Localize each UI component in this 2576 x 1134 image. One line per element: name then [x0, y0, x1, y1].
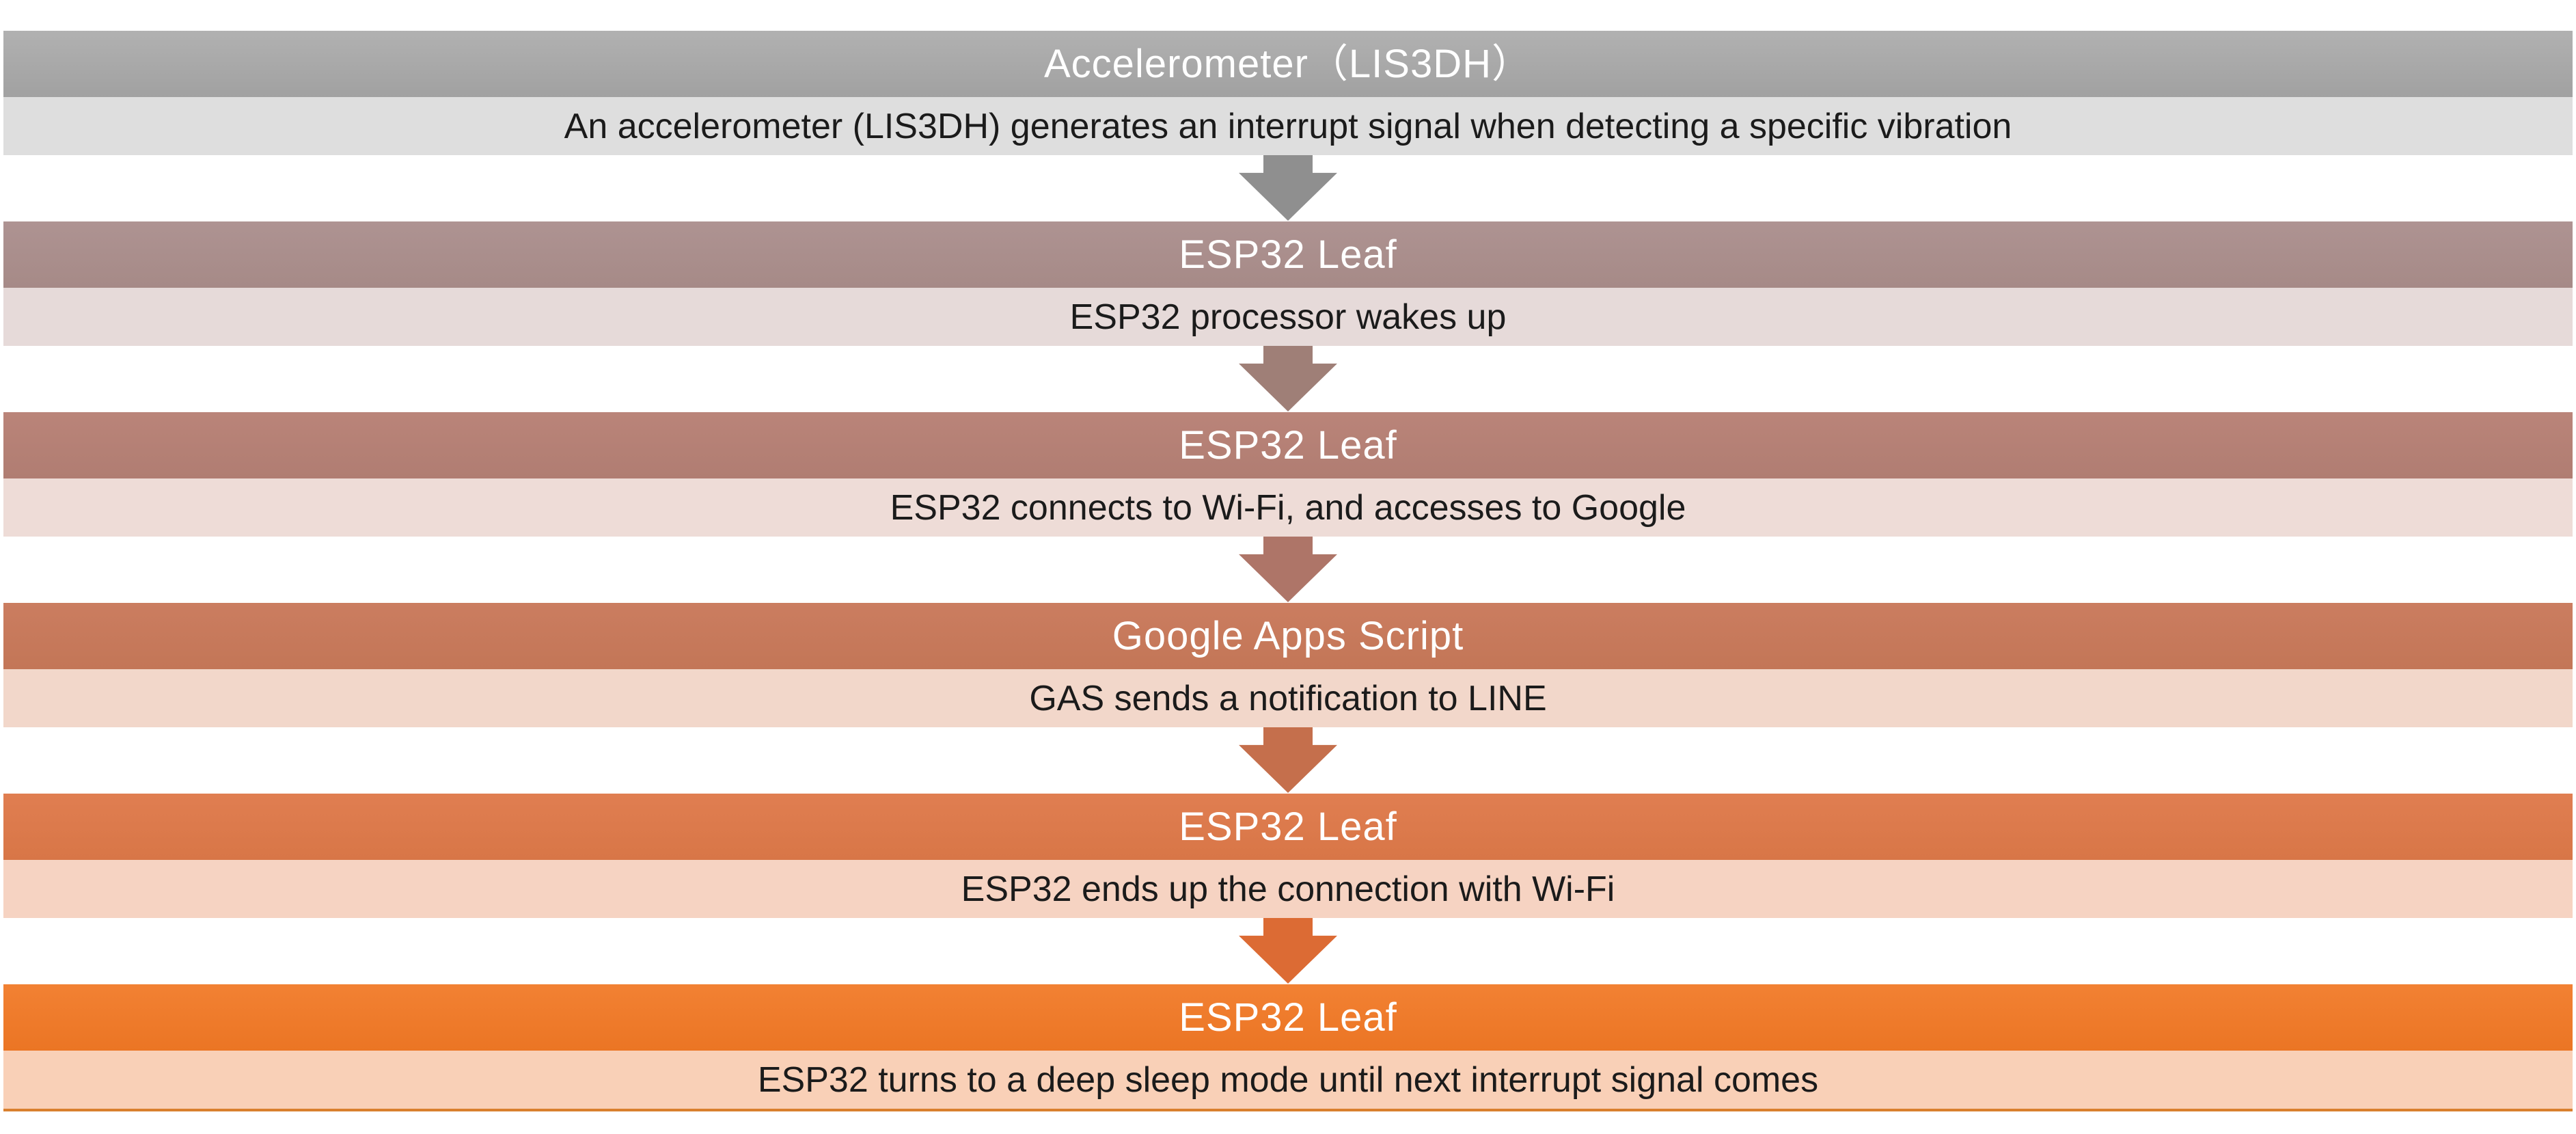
down-arrow-icon	[1239, 155, 1337, 221]
step-description-bar: ESP32 connects to Wi-Fi, and accesses to…	[3, 478, 2573, 537]
step-title-bar: ESP32 Leaf	[3, 412, 2573, 478]
flow-step-accelerometer: Accelerometer（LIS3DH） An accelerometer (…	[3, 31, 2573, 221]
step-title: Accelerometer（LIS3DH）	[1044, 41, 1532, 86]
step-description: ESP32 turns to a deep sleep mode until n…	[757, 1059, 1819, 1100]
step-title-bar: ESP32 Leaf	[3, 221, 2573, 288]
step-title-bar: Google Apps Script	[3, 603, 2573, 669]
step-description-bar: ESP32 processor wakes up	[3, 288, 2573, 346]
step-description-bar: GAS sends a notification to LINE	[3, 669, 2573, 727]
arrow-zone	[3, 727, 2573, 794]
step-title: ESP32 Leaf	[1179, 232, 1397, 277]
flow-step-esp32-deep-sleep: ESP32 Leaf ESP32 turns to a deep sleep m…	[3, 984, 2573, 1111]
down-arrow-icon	[1239, 727, 1337, 793]
step-description: An accelerometer (LIS3DH) generates an i…	[564, 106, 2012, 146]
step-title: ESP32 Leaf	[1179, 995, 1397, 1040]
down-arrow-icon	[1239, 918, 1337, 984]
step-title-bar: ESP32 Leaf	[3, 984, 2573, 1051]
flow-step-google-apps-script: Google Apps Script GAS sends a notificat…	[3, 603, 2573, 794]
arrow-zone	[3, 346, 2573, 412]
bottom-accent-rule	[3, 1109, 2573, 1111]
arrow-zone	[3, 918, 2573, 984]
step-description: GAS sends a notification to LINE	[1029, 678, 1547, 718]
step-title: Google Apps Script	[1112, 613, 1464, 658]
down-arrow-icon	[1239, 346, 1337, 411]
step-description-bar: ESP32 ends up the connection with Wi-Fi	[3, 860, 2573, 918]
step-title-bar: Accelerometer（LIS3DH）	[3, 31, 2573, 97]
step-description-bar: ESP32 turns to a deep sleep mode until n…	[3, 1051, 2573, 1109]
flow-step-esp32-disconnect: ESP32 Leaf ESP32 ends up the connection …	[3, 794, 2573, 984]
step-title: ESP32 Leaf	[1179, 804, 1397, 849]
step-description: ESP32 ends up the connection with Wi-Fi	[961, 869, 1615, 909]
down-arrow-icon	[1239, 537, 1337, 602]
arrow-zone	[3, 537, 2573, 603]
step-description-bar: An accelerometer (LIS3DH) generates an i…	[3, 97, 2573, 155]
flow-step-esp32-wifi: ESP32 Leaf ESP32 connects to Wi-Fi, and …	[3, 412, 2573, 603]
flow-step-esp32-wake: ESP32 Leaf ESP32 processor wakes up	[3, 221, 2573, 412]
step-title-bar: ESP32 Leaf	[3, 794, 2573, 860]
step-description: ESP32 connects to Wi-Fi, and accesses to…	[890, 487, 1686, 528]
arrow-zone	[3, 155, 2573, 221]
step-title: ESP32 Leaf	[1179, 422, 1397, 468]
step-description: ESP32 processor wakes up	[1069, 297, 1507, 337]
